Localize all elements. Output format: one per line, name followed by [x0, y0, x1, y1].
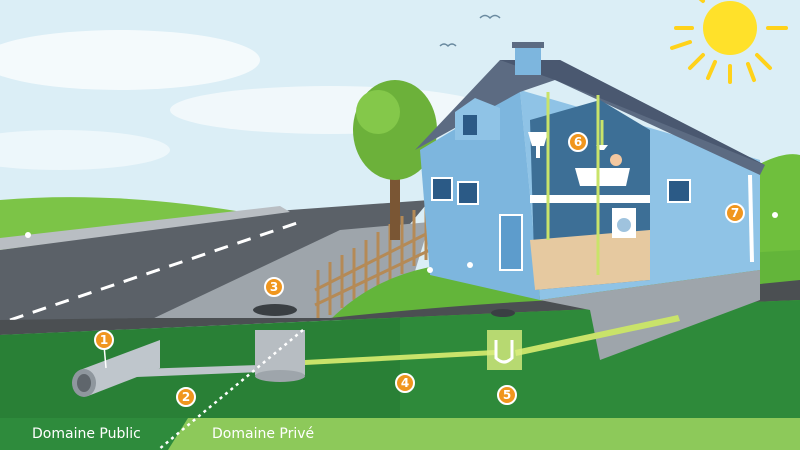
- road-lane-markings: [9, 220, 301, 322]
- house: [415, 42, 765, 300]
- washing-machine-icon: [612, 208, 636, 238]
- marker-7: 7: [725, 203, 745, 223]
- svg-text:3: 3: [270, 280, 278, 294]
- door: [499, 214, 523, 271]
- downspout: [748, 174, 754, 263]
- ground-surface: [0, 280, 800, 335]
- bird-icon: [479, 14, 501, 20]
- svg-text:1: 1: [100, 333, 108, 347]
- marker-6: 6: [568, 132, 588, 152]
- flowers: [25, 212, 778, 273]
- window: [457, 181, 479, 205]
- marker-1: 1: [94, 330, 114, 369]
- zone-public-label: Domaine Public: [32, 426, 141, 442]
- inspection-chamber: [253, 304, 305, 382]
- svg-text:5: 5: [503, 388, 511, 402]
- private-drain-pipe: [305, 350, 495, 365]
- marker-5: 5: [497, 385, 517, 405]
- floor-tiles: [530, 230, 650, 290]
- roof: [415, 60, 765, 175]
- siphon-box: [487, 309, 522, 370]
- sun-icon: [670, 0, 788, 84]
- sink-icon: [528, 132, 548, 158]
- svg-text:7: 7: [731, 206, 739, 220]
- zone-band-public: [0, 418, 188, 450]
- road-shoulder: [0, 206, 290, 250]
- window: [667, 179, 691, 203]
- marker-3: 3: [264, 277, 284, 297]
- fence: [314, 204, 431, 320]
- branch-pipe: [110, 365, 262, 378]
- svg-text:2: 2: [182, 390, 190, 404]
- zone-private-label: Domaine Privé: [212, 426, 314, 442]
- public-sewer-pipe: [72, 340, 160, 397]
- house-connection-pipe: [515, 315, 680, 356]
- marker-2: 2: [176, 387, 196, 407]
- tree-icon: [353, 80, 437, 240]
- window: [431, 177, 453, 201]
- chimney: [515, 45, 541, 75]
- bird-icon: [439, 43, 457, 48]
- marker-4: 4: [395, 373, 415, 393]
- manhole-cover: [253, 304, 297, 316]
- svg-text:4: 4: [401, 376, 409, 390]
- bathtub-icon: [575, 154, 630, 186]
- foundation: [540, 270, 760, 360]
- zone-divider: [157, 329, 304, 450]
- svg-text:6: 6: [574, 135, 582, 149]
